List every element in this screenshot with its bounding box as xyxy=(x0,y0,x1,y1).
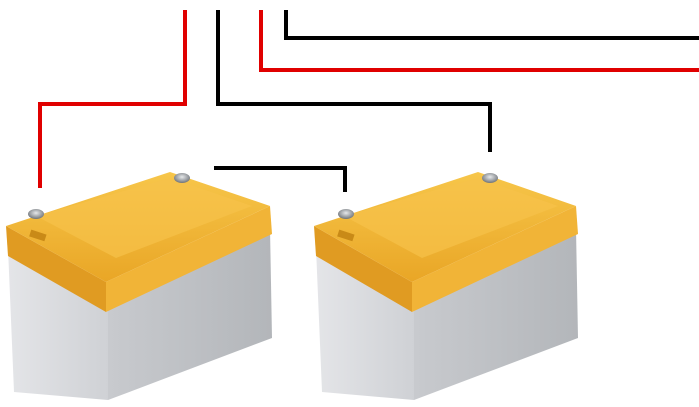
terminal-icon xyxy=(174,173,190,183)
battery-body xyxy=(316,248,414,400)
terminal-icon xyxy=(482,173,498,183)
wire-series-link xyxy=(214,166,347,192)
battery-lid-side xyxy=(412,206,578,312)
vent-cap xyxy=(337,229,355,242)
battery-lid-front xyxy=(6,226,106,312)
terminal-icon xyxy=(338,209,354,219)
battery-body-side xyxy=(108,228,272,400)
battery-body xyxy=(8,248,108,400)
battery-body-side xyxy=(414,228,578,400)
battery-left xyxy=(6,172,272,400)
battery-right xyxy=(314,172,578,400)
terminal-icon xyxy=(28,209,44,219)
wire-negative-output xyxy=(284,10,699,40)
wire-negative-to-right-battery xyxy=(216,10,492,152)
wire-positive-to-left-battery xyxy=(38,10,187,188)
battery-lid-ridge xyxy=(344,178,558,258)
battery-lid-side xyxy=(106,206,272,312)
wires xyxy=(38,10,699,192)
wire-positive-output xyxy=(259,10,699,72)
vent-cap xyxy=(29,229,47,242)
battery-lid-ridge xyxy=(36,178,252,258)
battery-lid-front xyxy=(314,226,412,312)
